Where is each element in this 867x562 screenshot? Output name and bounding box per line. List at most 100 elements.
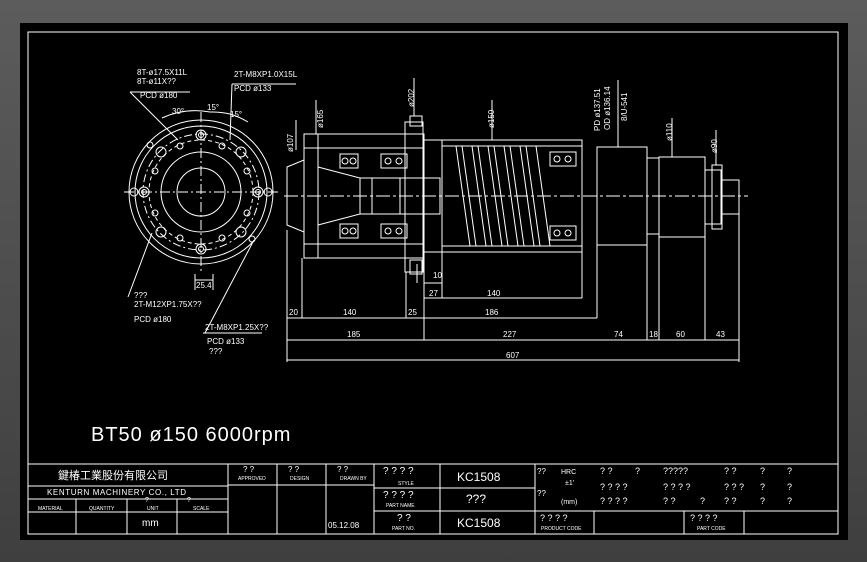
dia-label: ø165 [316,109,325,128]
note-cell: ? [760,482,765,492]
end-view-labels: 8T-ø17.5X11L 8T-ø11X?? PCD ø180 2T-M8XP1… [134,68,298,356]
end-label: 2T-M8XP1.25X?? [205,323,269,332]
drawing-date: 05.12.08 [328,521,360,530]
note-left: (mm) [561,499,577,506]
drawing-sheet: 8T-ø17.5X11L 8T-ø11X?? PCD ø180 2T-M8XP1… [20,23,848,540]
dia-label: ø150 [487,109,496,128]
material-label: MATERIAL [38,506,63,512]
drawing-canvas: 8T-ø17.5X11L 8T-ø11X?? PCD ø180 2T-M8XP1… [27,31,839,535]
dia-label: ø90 [710,139,719,153]
product-code-q: ? ? ? ? [540,513,568,523]
note-left: ?? [537,467,546,476]
product-code-label: PRODUCT CODE [541,526,582,532]
dim-label: 10 [433,271,442,280]
dia-label: ø107 [286,133,295,152]
style-q: ? ? ? ? [383,466,414,477]
end-label: ??? [134,291,148,300]
dia-label: PD ø137.51 [593,88,602,131]
dim-label: 140 [343,308,357,317]
dia-label: 8/U-541 [620,92,629,121]
note-cell: ? ? [724,496,737,506]
end-label: 2T-M12XP1.75X?? [134,300,202,309]
end-label: 2T-M8XP1.0X15L [234,70,298,79]
dim-label: 43 [716,330,725,339]
title-block [27,463,839,535]
screw-threads [455,145,551,247]
side-view-labels: ø107 ø165 ø202 ø150 PD ø137.51 OD ø136.1… [286,86,725,360]
part-no-q: ? ? [397,513,411,524]
dim-label: 74 [614,330,623,339]
note-cell: ? ? ? ? [600,496,628,506]
note-cell: ? [787,496,792,506]
part-name-value: ??? [466,492,486,506]
style-label: STYLE [398,481,415,487]
part-code-q: ? ? ? ? [690,513,718,523]
part-name-label: PART NAME [386,503,415,509]
note-cell: ? [700,496,705,506]
note-cell: ????? [663,466,688,476]
note-cell: ? [760,496,765,506]
scale-label: SCALE [193,506,210,512]
dim-label: 27 [429,289,438,298]
end-label: 25.4 [196,281,212,290]
dia-label: OD ø136.14 [603,86,612,130]
end-label: PCD ø180 [134,315,172,324]
drawn-label: DRAWN BY [340,476,367,482]
scale-q: ? [187,497,191,504]
end-label: PCD ø133 [207,337,245,346]
spindle-side-view [284,78,748,362]
note-cell: ? ? ? [724,482,744,492]
quantity-label: QUANTITY [89,506,115,512]
note-cell: ? [760,466,765,476]
design-label: DESIGN [290,476,310,482]
end-label: 15° [207,103,219,112]
note-cell: ? ? [600,466,613,476]
dim-label: 607 [506,351,520,360]
end-label: PCD ø180 [140,91,178,100]
dia-label: ø110 [665,123,674,141]
part-code-label: PART CODE [697,526,726,532]
note-left: ±1' [565,480,574,487]
approved-label: APPROVED [238,476,266,482]
note-left: HRC [561,469,576,476]
note-cell: ? ? ? ? [600,482,628,492]
note-left: ?? [537,489,546,498]
dim-label: 20 [289,308,298,317]
approved-q: ? ? [243,465,255,474]
part-name-q: ? ? ? ? [383,490,414,501]
bolt-holes [129,129,273,255]
note-cell: ? ? ? ? [663,482,691,492]
end-label: 15° [230,110,242,119]
note-cell: ? [787,482,792,492]
dim-label: 140 [487,289,501,298]
style-value: KC1508 [457,470,501,484]
end-label: ??? [209,347,223,356]
note-cell: ? [635,466,640,476]
dim-label: 186 [485,308,499,317]
end-label: 30° [172,107,184,116]
note-cell: ? ? [663,496,676,506]
dia-label: ø202 [407,88,416,107]
title-block-text: 鍵椿工業股份有限公司 KENTURN MACHINERY CO., LTD MA… [38,465,792,532]
dim-label: 60 [676,330,685,339]
company-name-cn: 鍵椿工業股份有限公司 [58,468,168,482]
dim-label: 227 [503,330,517,339]
drawing-main-title: BT50 ø150 6000rpm [91,424,291,446]
company-name-en: KENTURN MACHINERY CO., LTD [47,488,187,497]
flange-end-view [124,83,296,334]
drawn-q: ? ? [337,465,349,474]
unit-q: ? [145,497,149,504]
part-no-value: KC1508 [457,516,501,530]
unit-value: mm [142,518,159,529]
end-label: 8T-ø17.5X11L [137,68,188,77]
end-label: 8T-ø11X?? [137,77,177,86]
note-cell: ? [787,466,792,476]
end-label: PCD ø133 [234,84,272,93]
dim-label: 185 [347,330,361,339]
dim-label: 25 [408,308,417,317]
dim-label: 18 [649,330,658,339]
design-q: ? ? [288,465,300,474]
part-no-label: PART NO. [392,526,415,532]
unit-label: UNIT [147,506,159,512]
